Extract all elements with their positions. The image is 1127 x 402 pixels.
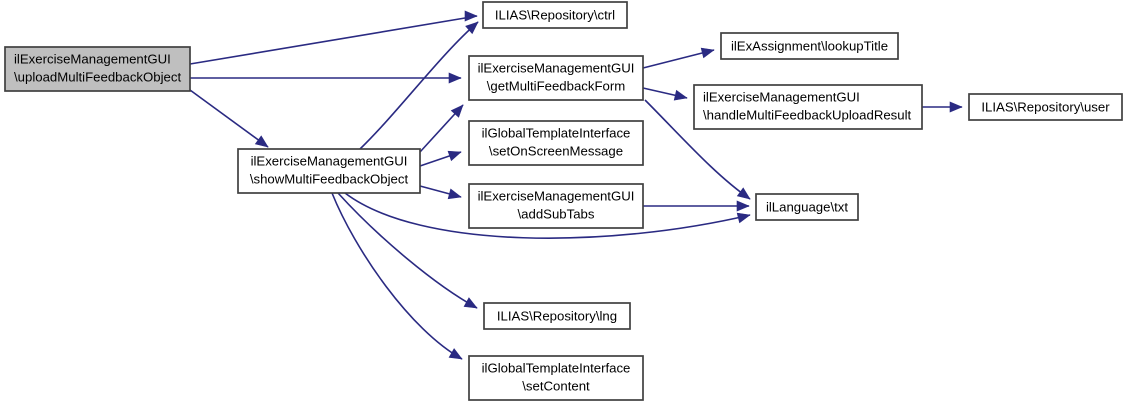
edge-layer: [189, 10, 963, 360]
edge-line: [189, 89, 269, 148]
node-box[interactable]: [468, 120, 644, 166]
node-label-line2: \addSubTabs: [518, 206, 595, 221]
node-box[interactable]: [4, 46, 191, 92]
node-box[interactable]: [968, 93, 1123, 121]
node-label-line1: ilExerciseManagementGUI: [14, 51, 171, 66]
node-addsubtabs[interactable]: ilExerciseManagementGUI \addSubTabs: [468, 183, 644, 229]
node-label-line2: \setOnScreenMessage: [489, 143, 623, 158]
node-label-line1: ilExerciseManagementGUI: [478, 60, 635, 75]
arrow-head-icon: [736, 212, 751, 224]
node-label-line1: ILIAS\Repository\ctrl: [495, 7, 615, 22]
node-box[interactable]: [720, 32, 899, 60]
node-onscreenmsg[interactable]: ilGlobalTemplateInterface \setOnScreenMes…: [468, 120, 644, 166]
node-label-line2: \showMultiFeedbackObject: [250, 171, 409, 186]
node-replng[interactable]: ILIAS\Repository\lng: [483, 302, 631, 330]
node-box[interactable]: [482, 1, 628, 29]
edge-show-to-getform: [419, 104, 464, 153]
arrow-head-icon: [450, 104, 464, 118]
node-label-line1: ilGlobalTemplateInterface: [482, 360, 631, 375]
node-box[interactable]: [755, 193, 859, 221]
arrow-head-icon: [465, 21, 479, 35]
node-label-line1: ilExerciseManagementGUI: [703, 89, 860, 104]
node-label-line2: \getMultiFeedbackForm: [487, 78, 626, 93]
arrow-head-icon: [673, 89, 688, 101]
arrow-head-icon: [448, 72, 462, 84]
node-ctrl[interactable]: ILIAS\Repository\ctrl: [482, 1, 628, 29]
node-label-line1: ilLanguage\txt: [766, 199, 848, 214]
node-box[interactable]: [483, 302, 631, 330]
node-label-line1: ilExerciseManagementGUI: [478, 188, 635, 203]
node-layer: ilExerciseManagementGUI \uploadMultiFeedb…: [4, 1, 1123, 401]
node-label-line1: ILIAS\Repository\user: [981, 99, 1110, 114]
arrow-head-icon: [448, 348, 463, 360]
edge-line: [337, 192, 478, 309]
node-lookuptitle[interactable]: ilExAssignment\lookupTitle: [720, 32, 899, 60]
edge-addsubtabs-to-lngtxt: [643, 200, 750, 212]
edge-handleupload-to-user: [922, 101, 963, 113]
edge-getform-to-lookuptitle: [642, 47, 715, 69]
node-getform[interactable]: ilExerciseManagementGUI \getMultiFeedback…: [468, 55, 644, 101]
edge-getform-to-handleupload: [642, 87, 688, 101]
edge-line: [331, 192, 463, 360]
arrow-head-icon: [700, 47, 715, 59]
arrow-head-icon: [463, 297, 478, 309]
arrow-head-icon: [736, 187, 751, 200]
edge-line: [344, 192, 751, 239]
edge-show-to-addsubtabs: [419, 185, 462, 200]
node-handleupload[interactable]: ilExerciseManagementGUI \handleMultiFeedb…: [693, 84, 923, 130]
arrow-head-icon: [254, 135, 269, 148]
edge-show-to-replng: [337, 192, 478, 309]
edge-line: [359, 21, 479, 150]
edge-line: [189, 15, 478, 65]
node-box[interactable]: [237, 148, 421, 194]
node-show[interactable]: ilExerciseManagementGUI \showMultiFeedbac…: [237, 148, 421, 194]
arrow-head-icon: [464, 10, 478, 22]
edge-show-to-ctrl: [359, 21, 479, 150]
edge-show-to-lngtxt: [344, 192, 751, 239]
node-label-line2: \uploadMultiFeedbackObject: [14, 69, 181, 84]
node-label-line1: ilExerciseManagementGUI: [251, 153, 408, 168]
edge-getform-to-lngtxt: [644, 99, 751, 200]
edge-show-to-onscreenmsg: [419, 150, 462, 167]
node-label-line2: \handleMultiFeedbackUploadResult: [703, 107, 912, 122]
node-upload[interactable]: ilExerciseManagementGUI \uploadMultiFeedb…: [4, 46, 191, 92]
edge-upload-to-show: [189, 89, 269, 148]
node-label-line2: \setContent: [522, 378, 590, 393]
node-user[interactable]: ILIAS\Repository\user: [968, 93, 1123, 121]
node-lngtxt[interactable]: ilLanguage\txt: [755, 193, 859, 221]
arrow-head-icon: [949, 101, 963, 113]
arrow-head-icon: [736, 200, 750, 212]
node-box[interactable]: [468, 183, 644, 229]
edge-line: [644, 99, 751, 200]
node-setcontent[interactable]: ilGlobalTemplateInterface \setContent: [468, 355, 644, 401]
edge-upload-to-ctrl: [189, 10, 478, 65]
arrow-head-icon: [447, 188, 462, 200]
edge-upload-to-getform: [190, 72, 462, 84]
node-box[interactable]: [468, 355, 644, 401]
node-box[interactable]: [693, 84, 923, 130]
node-box[interactable]: [468, 55, 644, 101]
edge-show-to-setcontent: [331, 192, 463, 360]
node-label-line1: ILIAS\Repository\lng: [497, 308, 617, 323]
arrow-head-icon: [447, 150, 462, 162]
node-label-line1: ilGlobalTemplateInterface: [482, 125, 631, 140]
node-label-line1: ilExAssignment\lookupTitle: [731, 38, 888, 53]
